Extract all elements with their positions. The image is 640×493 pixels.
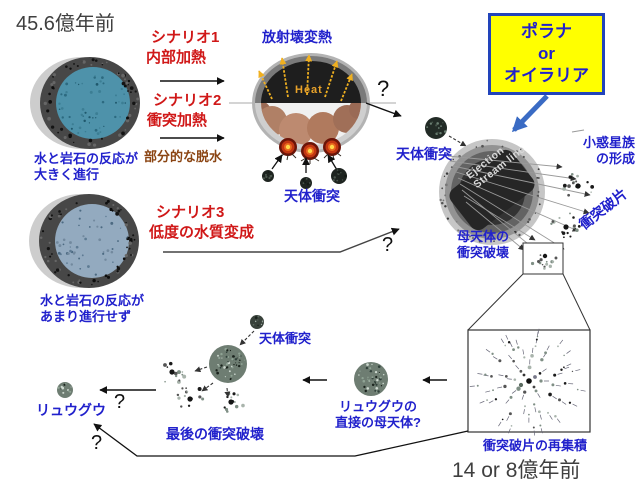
impactor-asteroid-right (425, 117, 447, 139)
long-return-arrow (93, 423, 469, 457)
impactor-asteroid (300, 177, 312, 189)
scenario3-arrow (163, 227, 400, 253)
ejection-stream-lines (447, 155, 591, 262)
question-mark-midleft: ? (114, 391, 126, 413)
era-start-label: 45.6億年前 (16, 13, 115, 35)
direct-parent-asteroid (354, 362, 388, 396)
heat-arrows (258, 54, 353, 102)
small-impactor-asteroid (250, 315, 264, 329)
tick-mark (571, 129, 585, 133)
reaccumulation-label: 衝突破片の再集積 (483, 438, 588, 453)
family-box-line2: or (538, 43, 555, 63)
scenario1-title: シナリオ1 (151, 29, 220, 46)
radiogenic-heating-label: 放射壊変熱 (262, 29, 332, 45)
altered-mantle-blobs (261, 103, 361, 145)
zoom-line-left (467, 273, 524, 331)
impact-bottom-label: 天体衝突 (259, 331, 312, 346)
question-mark-scenario3: ? (382, 234, 394, 256)
parent-destruction-label: 母天体の衝突破壊 (456, 229, 509, 260)
question-arrow-top (365, 102, 402, 118)
scenario2-title: シナリオ2 (153, 92, 222, 109)
reaccumulation-dots (469, 328, 586, 436)
planetesimal-low-alteration (29, 194, 139, 288)
heated-sphere (252, 53, 370, 164)
question-mark-top: ? (377, 76, 390, 101)
fragment-clusters (163, 172, 595, 413)
impact-center-label: 天体衝突 (284, 188, 340, 204)
bottom-chain-arrows (99, 376, 447, 394)
impact-approach-arrow (448, 135, 467, 147)
family-box-line3: オイラリア (504, 66, 589, 86)
direct-parent-label: リュウグウの直接の母天体? (335, 399, 421, 430)
heat-label: Heat (295, 84, 323, 96)
last-destruction-label: 最後の衝突破壊 (166, 426, 264, 442)
circle-b-caption: 水と岩石の反応があまり進行せず (40, 293, 145, 324)
family-box-arrow (511, 94, 549, 133)
last-destruction-asteroid (209, 345, 247, 383)
zoom-source-dots (530, 253, 558, 270)
ryugu-label: リュウグウ (36, 402, 106, 418)
family-box-line1: ポラナ (521, 21, 572, 41)
ryugu-asteroid (57, 382, 73, 398)
partial-dehydration-label: 部分的な脱水 (144, 149, 223, 164)
scenario3-subtitle: 低度の水質変成 (149, 224, 255, 241)
era-end-label: 14 or 8億年前 (452, 459, 581, 482)
impactor-arrows (271, 154, 338, 173)
question-mark-lowleft: ? (91, 432, 103, 454)
planetesimal-high-alteration (30, 57, 140, 149)
scenario3-title: シナリオ3 (156, 204, 225, 221)
impactor-asteroid (331, 168, 347, 184)
impact-flashes (278, 138, 342, 164)
parent-body-sphere (439, 139, 545, 245)
family-name-box: ポラナ or オイラリア (488, 13, 605, 95)
scenario1-subtitle: 内部加熱 (146, 49, 207, 66)
scenario-arrows (160, 77, 225, 142)
circle-a-caption: 水と岩石の反応が大きく進行 (34, 151, 139, 182)
impact-right-label: 天体衝突 (396, 146, 452, 162)
fragmentation-arrows (194, 330, 255, 398)
scenario2-subtitle: 衝突加熱 (147, 112, 208, 129)
impactor-asteroid (262, 170, 274, 182)
zoom-line-right (562, 273, 591, 331)
asteroid-family-label: 小惑星族の形成 (582, 135, 635, 166)
